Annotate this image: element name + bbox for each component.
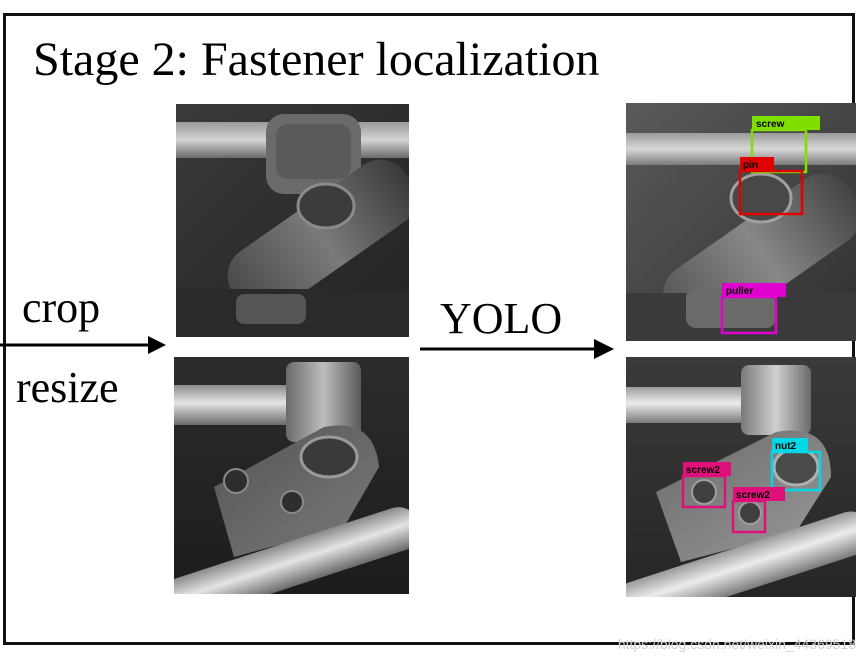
- detection-screw2-right: screw2: [731, 487, 785, 534]
- resize-label: resize: [16, 363, 119, 412]
- detection-screw2-left: screw2: [681, 462, 731, 509]
- input-photo-bottom: [174, 357, 409, 594]
- watermark: https://blog.csdn.net/weixin_44369518: [617, 636, 856, 652]
- detection-label-pin: pin: [743, 160, 758, 171]
- output-photo-bottom: nut2 screw2 screw2: [626, 357, 856, 597]
- detection-label-screw2-left: screw2: [686, 465, 720, 476]
- crop-label: crop: [22, 283, 101, 332]
- detection-label-nut2: nut2: [775, 441, 797, 452]
- detection-pin: pin: [738, 157, 804, 216]
- output-photo-top: screw pin puller: [626, 103, 856, 341]
- detection-nut2: nut2: [770, 438, 822, 492]
- detection-label-puller: puller: [726, 286, 753, 297]
- input-photo-top: [176, 104, 409, 337]
- crop-resize-arrow: [0, 336, 166, 354]
- yolo-label: YOLO: [440, 294, 563, 343]
- detection-label-screw2-right: screw2: [736, 490, 770, 501]
- yolo-arrow: [420, 339, 614, 359]
- detection-label-screw: screw: [756, 119, 785, 130]
- diagram-title: Stage 2: Fastener localization: [33, 33, 600, 86]
- detection-puller: puller: [720, 283, 786, 335]
